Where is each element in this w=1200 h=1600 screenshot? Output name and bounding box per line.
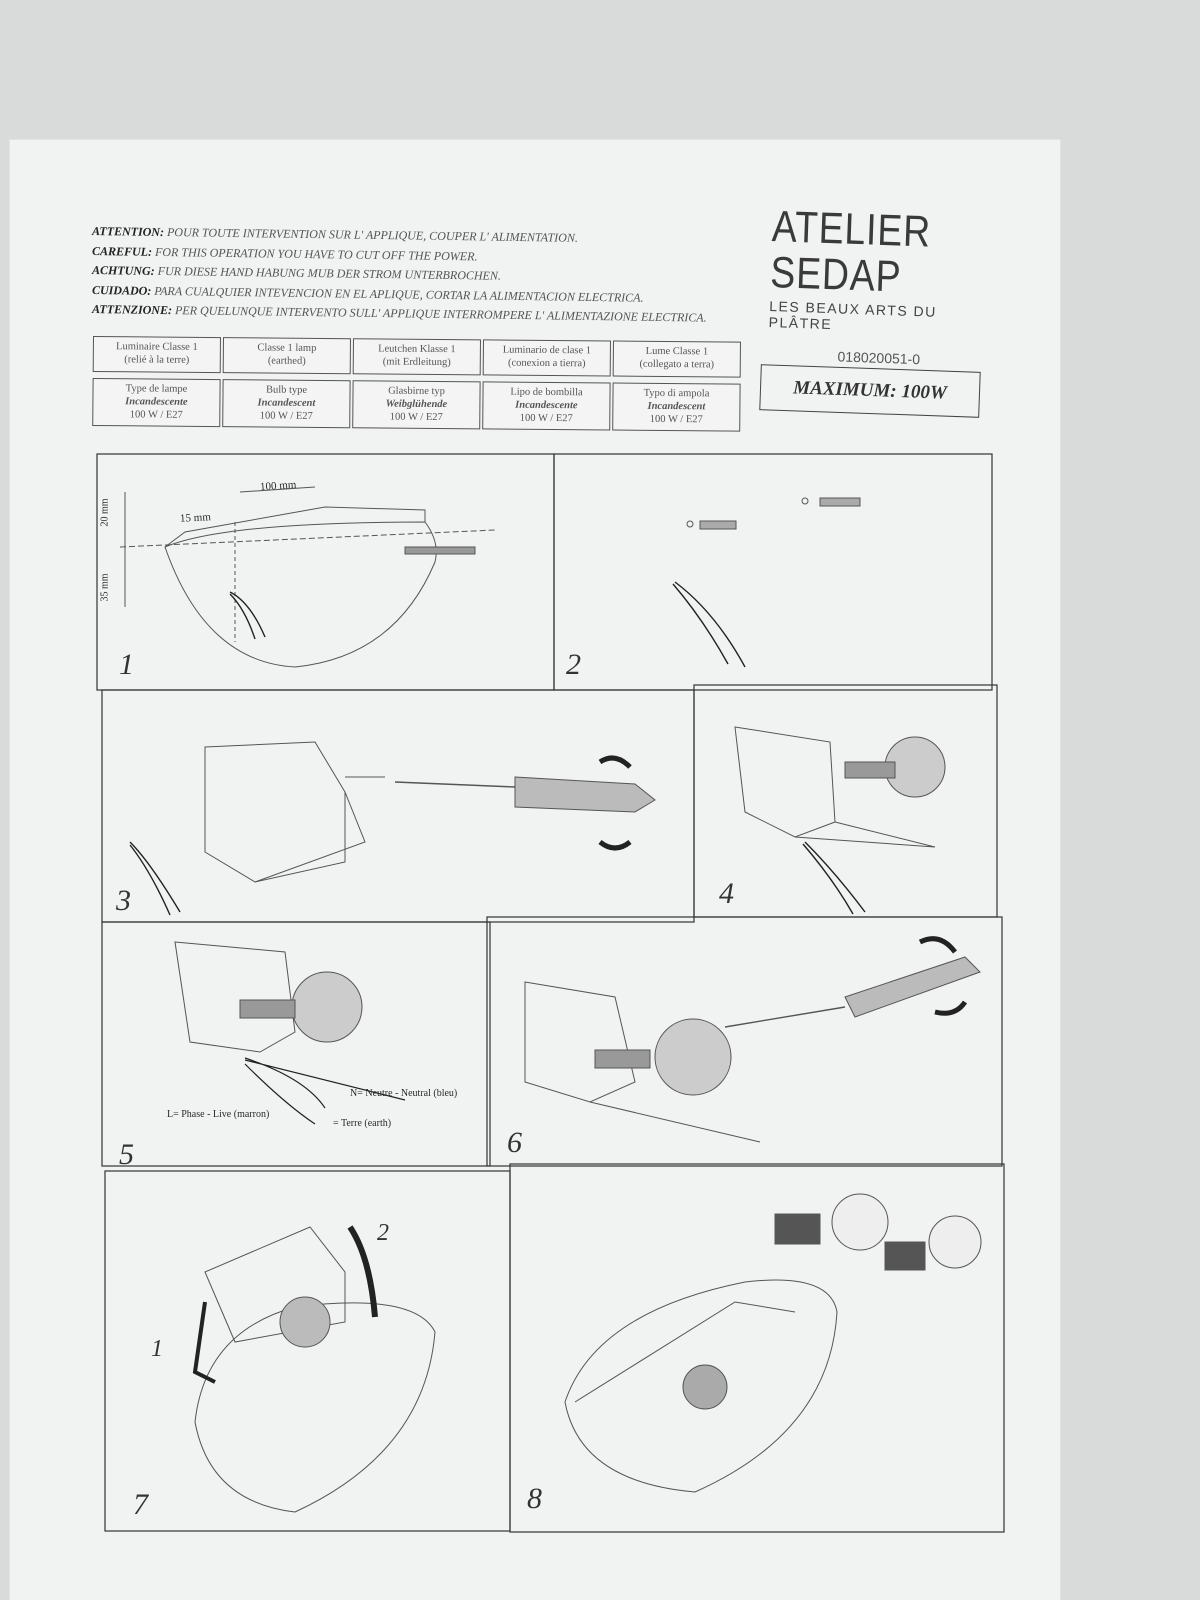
wire-label-neutral: N= Neutre - Neutral (bleu) xyxy=(350,1088,458,1099)
brand-logo: ATELIER SEDAP LES BEAUX ARTS DU PLÂTRE 0… xyxy=(767,202,1002,370)
dimension-15mm: 15 mm xyxy=(179,511,212,525)
panel-8-drawing xyxy=(564,1193,982,1493)
class-cell-en: Classe 1 lamp(earthed) xyxy=(222,337,351,375)
arrow-label-1: 1 xyxy=(151,1336,163,1362)
warning-block: ATTENTION: POUR TOUTE INTERVENTION SUR L… xyxy=(92,222,707,325)
wire-label-earth: = Terre (earth) xyxy=(333,1118,392,1129)
instruction-panels: 1 2 3 4 5 6 7 8 100 mm 15 mm 20 mm 35 mm… xyxy=(95,452,1015,1542)
wire-label-live: L= Phase - Live (marron) xyxy=(167,1109,270,1120)
panel-diagrams xyxy=(96,453,1005,1533)
step-number-8: 8 xyxy=(527,1482,542,1515)
panel-2-frame xyxy=(553,453,993,691)
arrow-label-2: 2 xyxy=(377,1220,389,1246)
brand-name: ATELIER SEDAP xyxy=(769,202,932,302)
panel-2-drawing xyxy=(672,497,861,668)
step-number-4: 4 xyxy=(719,877,734,910)
dimension-100mm: 100 mm xyxy=(259,478,297,494)
step-number-7: 7 xyxy=(133,1488,148,1521)
class-cell-de: Leutchen Klasse 1(mit Erdleitung) xyxy=(352,338,481,376)
panel-1-frame xyxy=(96,453,555,691)
dimension-35mm: 35 mm xyxy=(99,573,111,602)
dimension-20mm: 20 mm xyxy=(99,498,111,527)
panel-3-drawing xyxy=(129,741,656,916)
step-number-5: 5 xyxy=(119,1138,134,1171)
panel-5-drawing xyxy=(174,941,406,1125)
spec-table: Luminaire Classe 1(relié à la terre) Cla… xyxy=(92,336,741,432)
step-number-1: 1 xyxy=(119,648,134,681)
panel-1-drawing xyxy=(119,486,496,668)
panel-4-drawing xyxy=(734,726,946,915)
panel-7-frame xyxy=(104,1170,511,1532)
class-cell-it: Lume Classe 1(collegato a terra) xyxy=(612,340,741,378)
step-number-3: 3 xyxy=(116,884,131,917)
panel-8-frame xyxy=(509,1163,1005,1533)
brand-tagline: LES BEAUX ARTS DU PLÂTRE xyxy=(768,297,938,333)
panel-6-frame xyxy=(486,916,1003,1167)
class-cell-fr: Luminaire Classe 1(relié à la terre) xyxy=(92,336,221,374)
panel-4-frame xyxy=(693,684,998,918)
panel-5-frame xyxy=(101,921,491,1167)
maximum-wattage-box: MAXIMUM: 100W xyxy=(759,364,981,418)
step-number-2: 2 xyxy=(566,648,581,681)
step-number-6: 6 xyxy=(507,1126,522,1159)
panel-7-drawing xyxy=(192,1225,436,1513)
panel-6-drawing xyxy=(524,936,981,1143)
class-cell-es: Luminario de clase 1(conexion a tierra) xyxy=(482,339,611,377)
